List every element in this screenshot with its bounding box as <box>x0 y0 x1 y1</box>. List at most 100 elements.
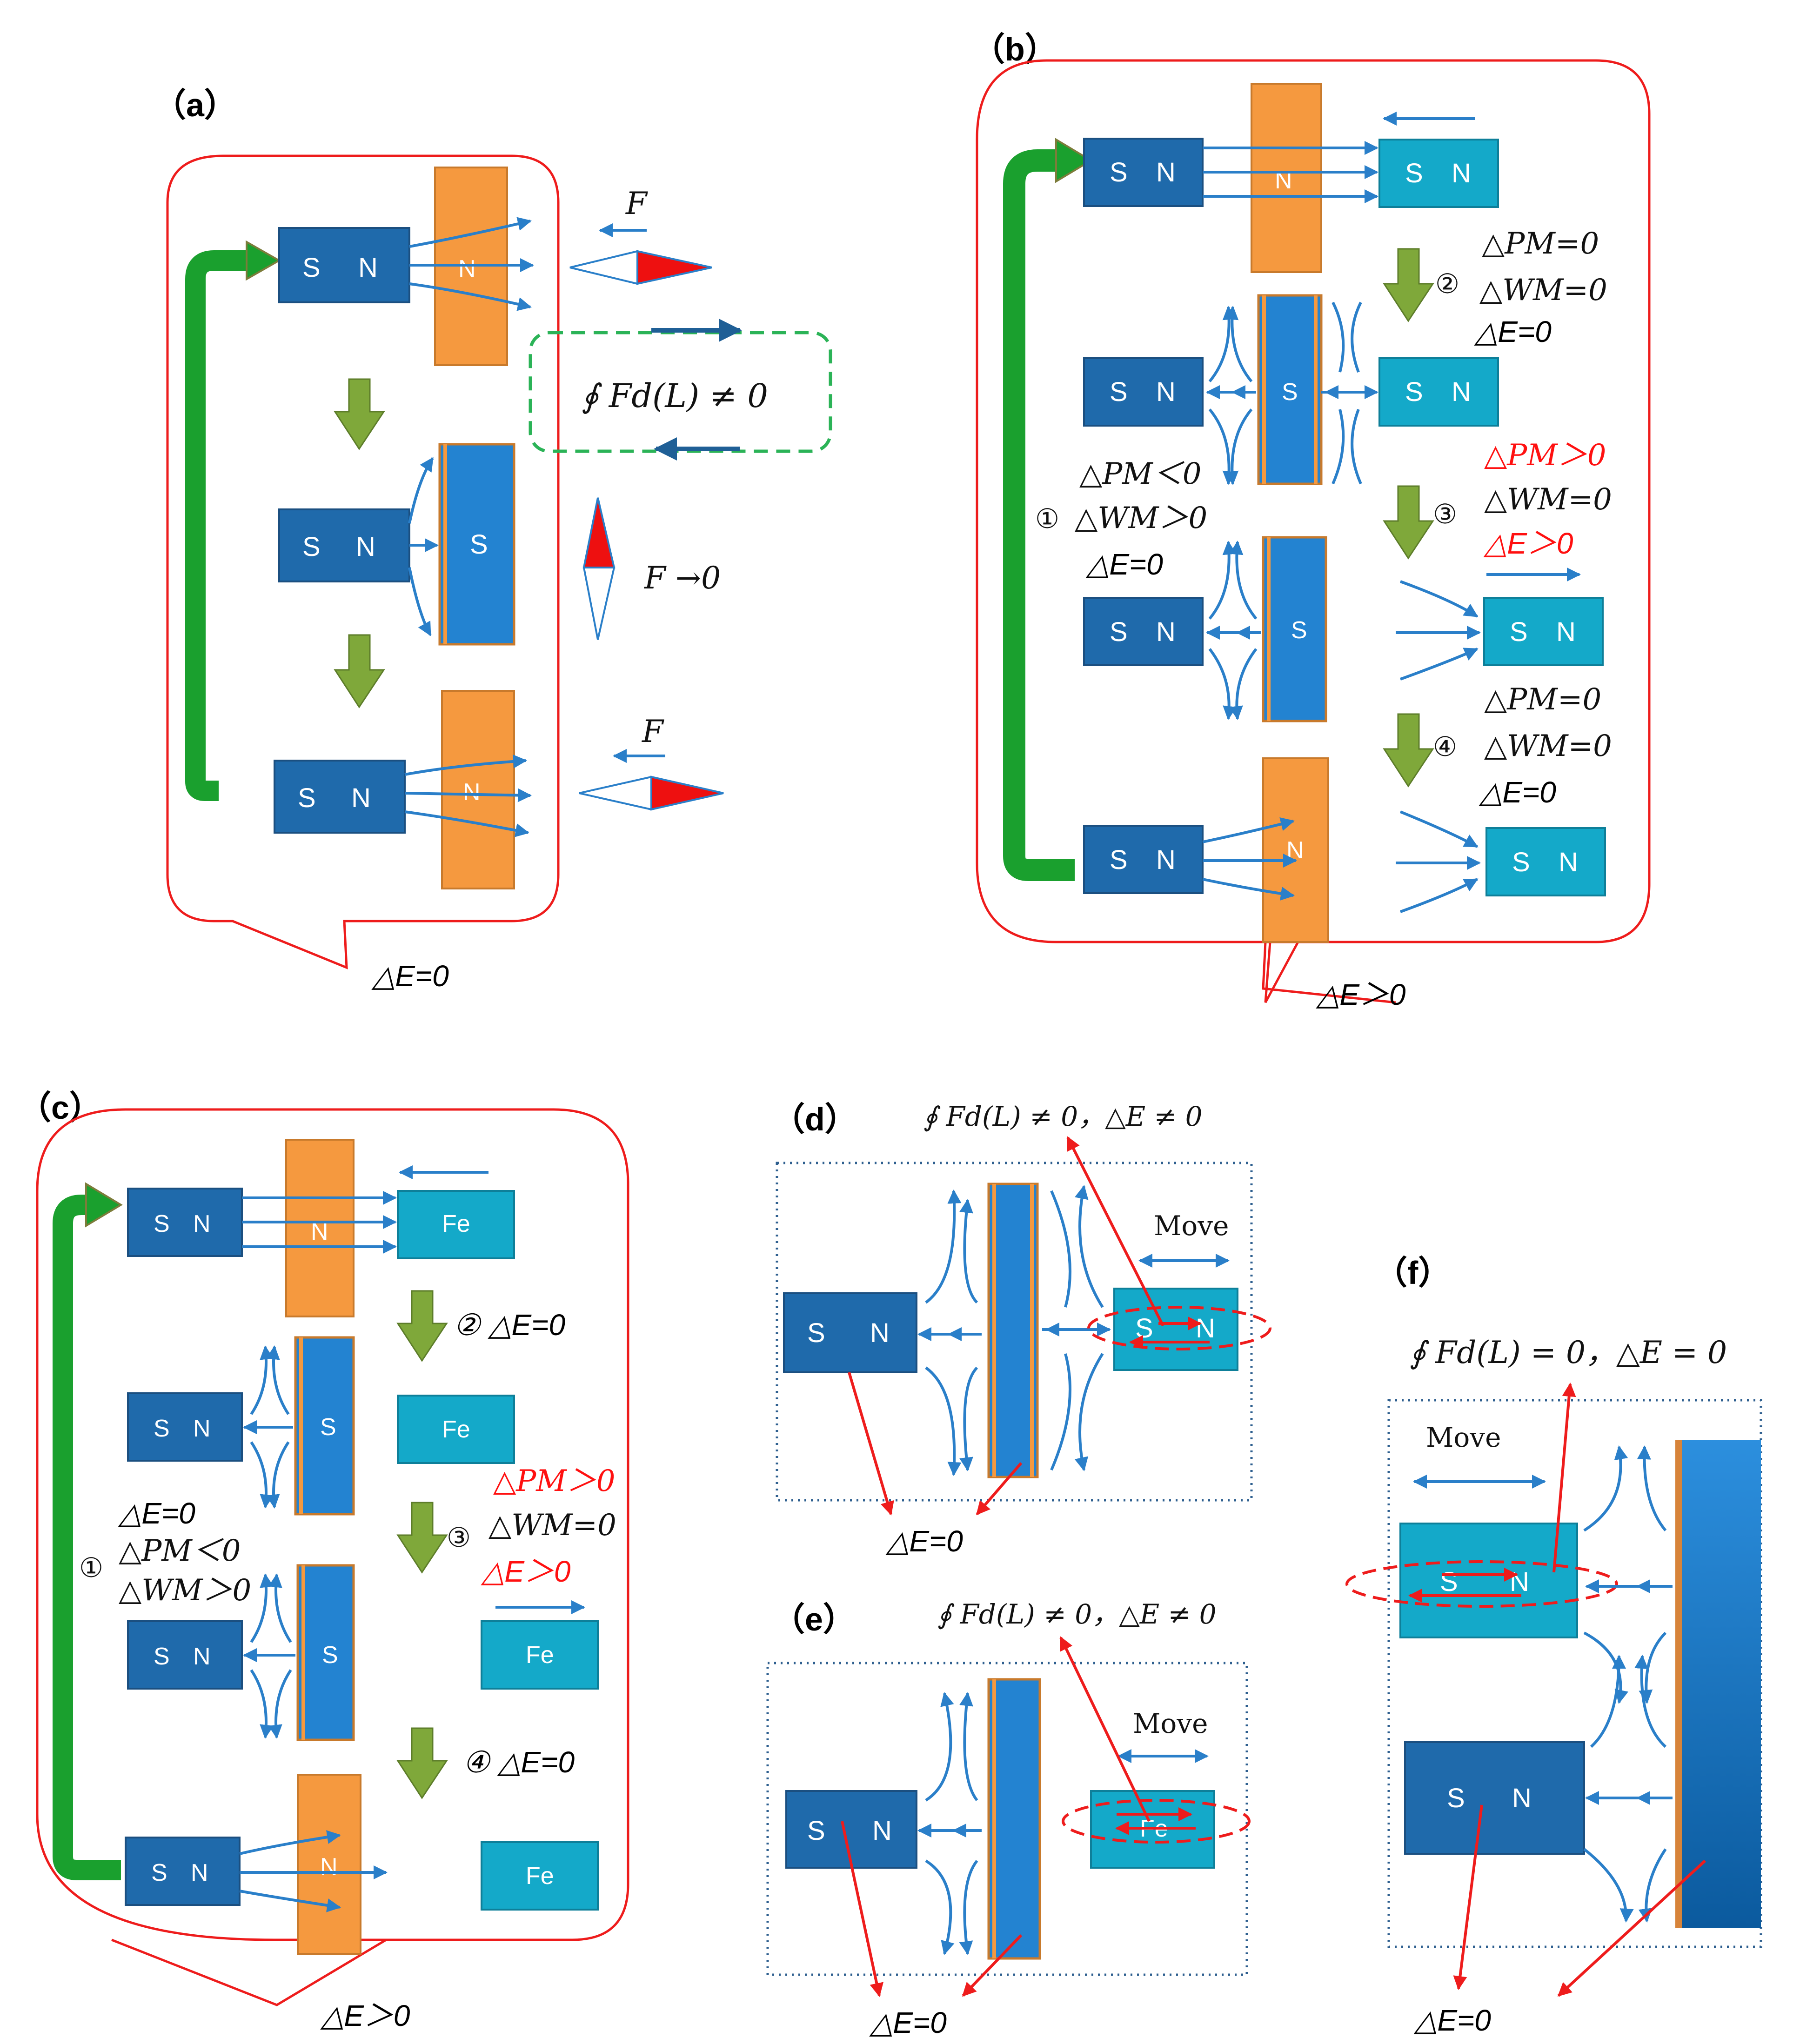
panel-f: （f） ∮ Fd(L) = 0，△E = 0 Move S N S N △E=0 <box>1345 1255 1762 2037</box>
panel-c-label: （c） <box>19 1089 102 1126</box>
cycle-arrowhead <box>1055 138 1093 183</box>
field-line <box>1634 1655 1667 1748</box>
iron-block-c1 <box>397 1190 515 1259</box>
magnet-teal-b1 <box>1378 139 1499 208</box>
field-line <box>925 1859 955 1955</box>
magnet-n: N <box>1512 1783 1532 1813</box>
magnet-s: S <box>1135 1313 1153 1343</box>
magnet-s: S <box>298 783 316 813</box>
panel-f-label: （f） <box>1375 1255 1451 1291</box>
force-label: F <box>625 186 648 221</box>
magnet-n: N <box>1559 847 1578 877</box>
magnet-s: S <box>1110 157 1128 187</box>
step-number: ④ <box>1433 731 1457 762</box>
magnet-s: S <box>807 1816 825 1846</box>
panel-c-energy: △E＞0 <box>320 1999 410 2032</box>
loop-path <box>1062 1799 1251 1844</box>
panel-f-energy: △E=0 <box>1413 2004 1491 2037</box>
magnet-s: S <box>302 532 321 562</box>
step2-pm: △PM=0 <box>1482 227 1599 261</box>
panel-e: （e） ∮ Fd(L) ≠ 0，△E ≠ 0 Move S N Fe △E=0 <box>766 1598 1251 2038</box>
magnet-a2 <box>278 508 410 582</box>
plate-pole-label: S <box>1291 617 1307 644</box>
plate-blue-f <box>1682 1440 1761 1928</box>
field-line <box>268 1669 292 1739</box>
plate-blue-d <box>987 1183 1039 1478</box>
field-line <box>1208 306 1237 382</box>
magnet-n: N <box>193 1210 211 1237</box>
pointer-arrow <box>1059 1636 1151 1822</box>
plate-blue-a2 <box>438 443 515 646</box>
field-line <box>250 1573 274 1643</box>
iron-label: Fe <box>526 1863 554 1890</box>
step4-pm: △PM=0 <box>1484 682 1601 717</box>
magnet-s: S <box>154 1643 170 1670</box>
down-arrow <box>1383 248 1434 322</box>
plate-blue-b3 <box>1262 536 1327 722</box>
step1-wm: △WM＞0 <box>1075 501 1207 535</box>
cycle-arrow <box>185 250 261 801</box>
magnet-s: S <box>1440 1567 1458 1597</box>
field-line <box>1202 817 1295 843</box>
magnet-c1 <box>127 1188 243 1257</box>
panel-d: （d） ∮ Fd(L) ≠ 0，△E ≠ 0 Move S N S N △E=0 <box>772 1101 1271 1558</box>
field-line <box>268 1573 292 1643</box>
plate-orange-c1 <box>285 1139 355 1317</box>
field-line <box>1050 1353 1071 1471</box>
field-line <box>1583 1445 1628 1532</box>
magnet-s: S <box>154 1415 170 1442</box>
field-line <box>959 1199 978 1304</box>
magnet-n: N <box>358 253 378 283</box>
step-number: ③ <box>1433 498 1457 530</box>
magnet-n: N <box>1452 377 1471 407</box>
plate-blue-c3 <box>296 1564 355 1741</box>
step3-e: △E＞0 <box>1483 527 1573 560</box>
field-line <box>1208 408 1237 485</box>
magnet-teal-f <box>1399 1523 1578 1638</box>
magnet-f <box>1404 1741 1585 1855</box>
field-line <box>266 1345 290 1415</box>
magnet-n: N <box>870 1318 890 1348</box>
force-label: F <box>642 714 664 749</box>
field-line <box>250 1441 274 1509</box>
magnet-b3 <box>1083 597 1204 666</box>
panel-a-bubble <box>166 154 560 969</box>
down-arrow <box>396 1727 448 1799</box>
move-label: Move <box>1154 1210 1229 1242</box>
magnet-c3 <box>127 1620 243 1690</box>
panel-a-energy: △E=0 <box>371 959 449 993</box>
magnet-n: N <box>1510 1567 1529 1597</box>
cycle-arrowhead <box>85 1182 123 1228</box>
magnet-n: N <box>1156 617 1176 647</box>
step1-e: △E=0 <box>1085 548 1163 581</box>
field-line <box>408 457 434 524</box>
c-step3-wm: △WM=0 <box>488 1508 616 1543</box>
panel-f-equation: ∮ Fd(L) = 0，△E = 0 <box>1410 1335 1727 1370</box>
magnet-n: N <box>191 1859 208 1886</box>
plate-orange-b4 <box>1262 757 1329 943</box>
plate-pole-label: S <box>322 1642 338 1669</box>
panel-e-box <box>766 1662 1248 1976</box>
magnet-n: N <box>193 1415 211 1442</box>
magnet-s: S <box>1447 1783 1465 1813</box>
field-line <box>1351 301 1362 373</box>
panel-d-equation: ∮ Fd(L) ≠ 0，△E ≠ 0 <box>923 1101 1203 1132</box>
magnet-n: N <box>351 783 371 813</box>
magnet-d <box>783 1292 917 1373</box>
c-step2: ② △E=0 <box>454 1308 565 1342</box>
magnet-c4 <box>125 1837 241 1906</box>
panel-a: （a） S N N F ∮ Fd(L) ≠ 0 S N S <box>154 87 832 993</box>
bubble-tail <box>1262 942 1396 1004</box>
panel-b-energy: △E＞0 <box>1316 978 1406 1011</box>
field-line <box>1224 408 1253 485</box>
panel-d-box <box>776 1162 1253 1502</box>
step1-pm: △PM＜0 <box>1079 457 1202 491</box>
field-line <box>1332 301 1345 373</box>
step4-wm: △WM=0 <box>1484 729 1612 763</box>
magnet-s: S <box>1405 377 1423 407</box>
iron-label: Fe <box>526 1642 554 1669</box>
field-line <box>1399 878 1479 913</box>
field-line <box>404 810 529 837</box>
field-line <box>250 1345 274 1415</box>
magnet-s: S <box>1405 158 1423 188</box>
